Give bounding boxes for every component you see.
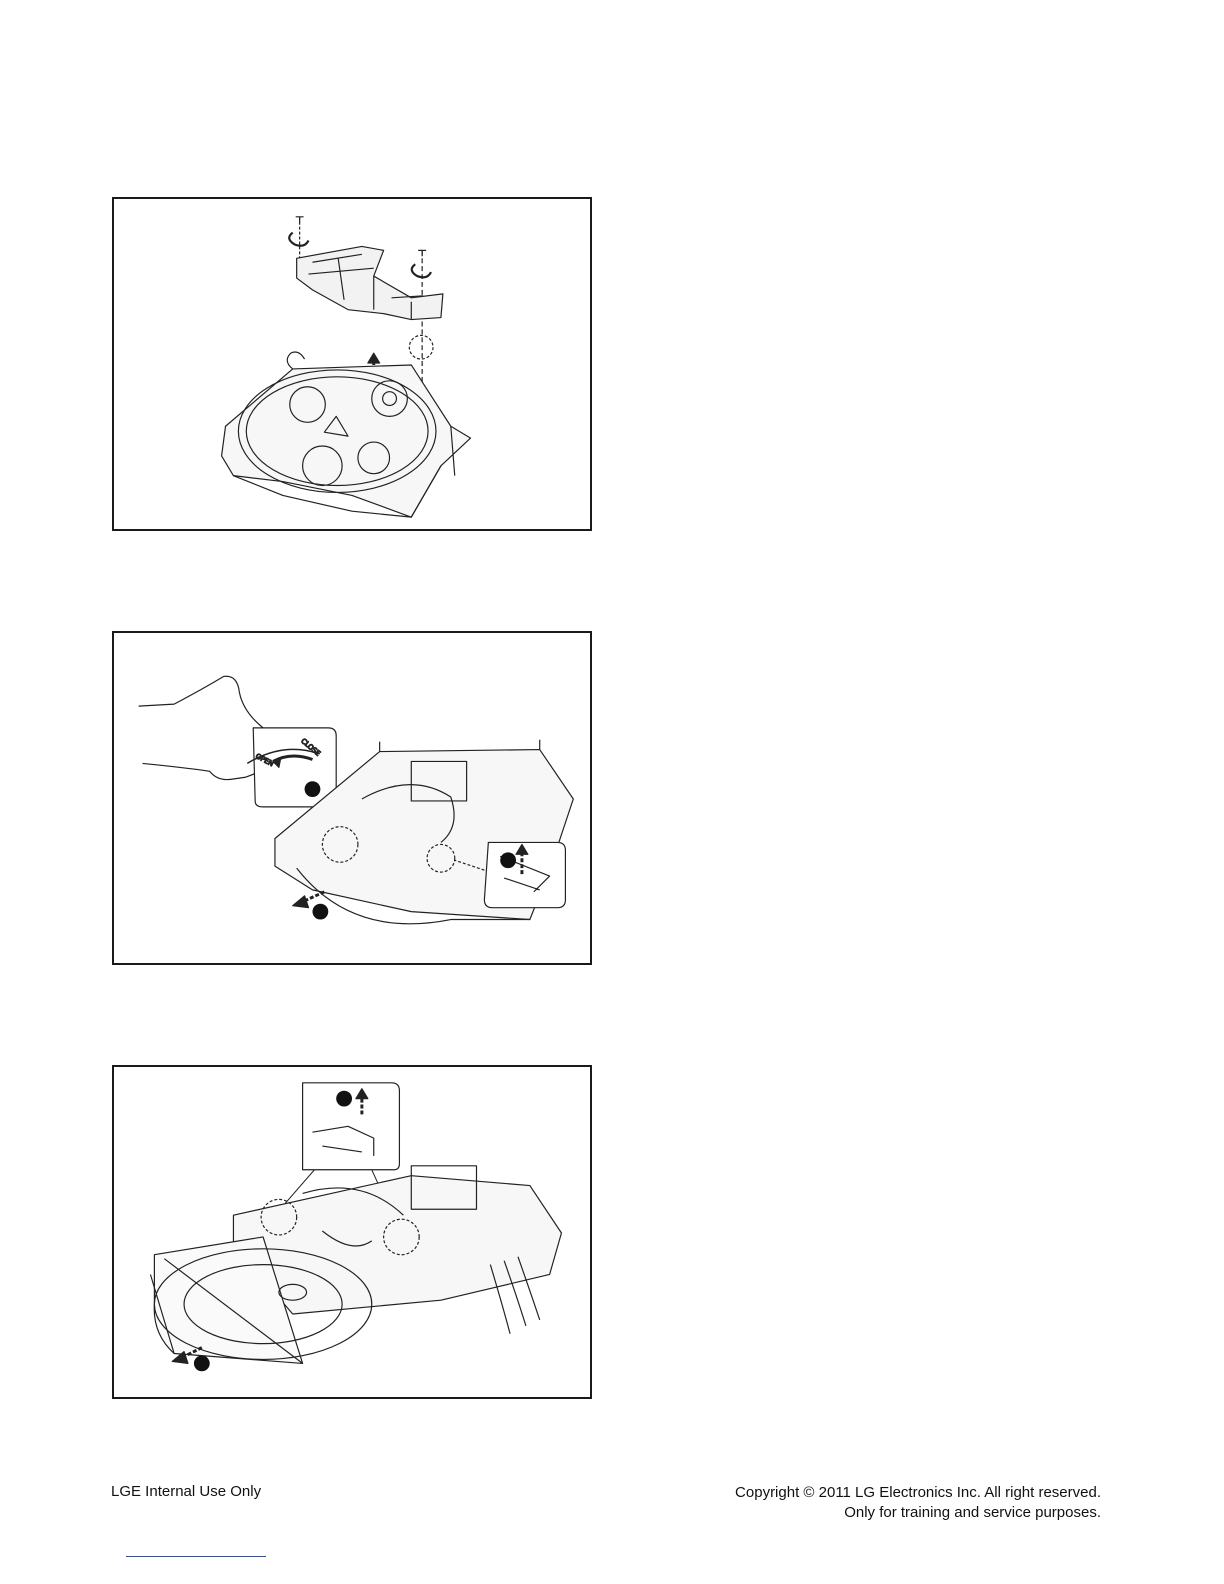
- step-marker-2: [194, 1356, 210, 1372]
- footer-copyright: Copyright © 2011 LG Electronics Inc. All…: [735, 1483, 1101, 1503]
- step-marker-1: [336, 1091, 352, 1107]
- loader-mechanism: [222, 352, 471, 517]
- pull-arrow-icon: [293, 892, 329, 920]
- rotate-arrow-icon: [289, 233, 308, 246]
- diagram-bracket-screws: [114, 199, 590, 529]
- diagram-tray-removal: [114, 1067, 590, 1397]
- screw-icon: [296, 217, 304, 258]
- footer-link-underline: [126, 1556, 266, 1557]
- rotate-arrow-icon: [412, 264, 431, 277]
- top-bracket: [297, 246, 443, 319]
- footer-purpose: Only for training and service purposes.: [735, 1503, 1101, 1523]
- step-marker-2: [500, 852, 516, 868]
- step-marker-3: [312, 904, 328, 920]
- figure-top-bracket-removal: [112, 197, 592, 531]
- detail-circle: [409, 335, 433, 359]
- footer-copyright-block: Copyright © 2011 LG Electronics Inc. All…: [735, 1483, 1101, 1523]
- footer-internal-use: LGE Internal Use Only: [111, 1483, 261, 1500]
- step-marker-1: [305, 781, 321, 797]
- figure-tray-release: OPEN CLOSE: [112, 631, 592, 965]
- diagram-tray-release: OPEN CLOSE: [114, 633, 590, 963]
- figure-tray-removal: [112, 1065, 592, 1399]
